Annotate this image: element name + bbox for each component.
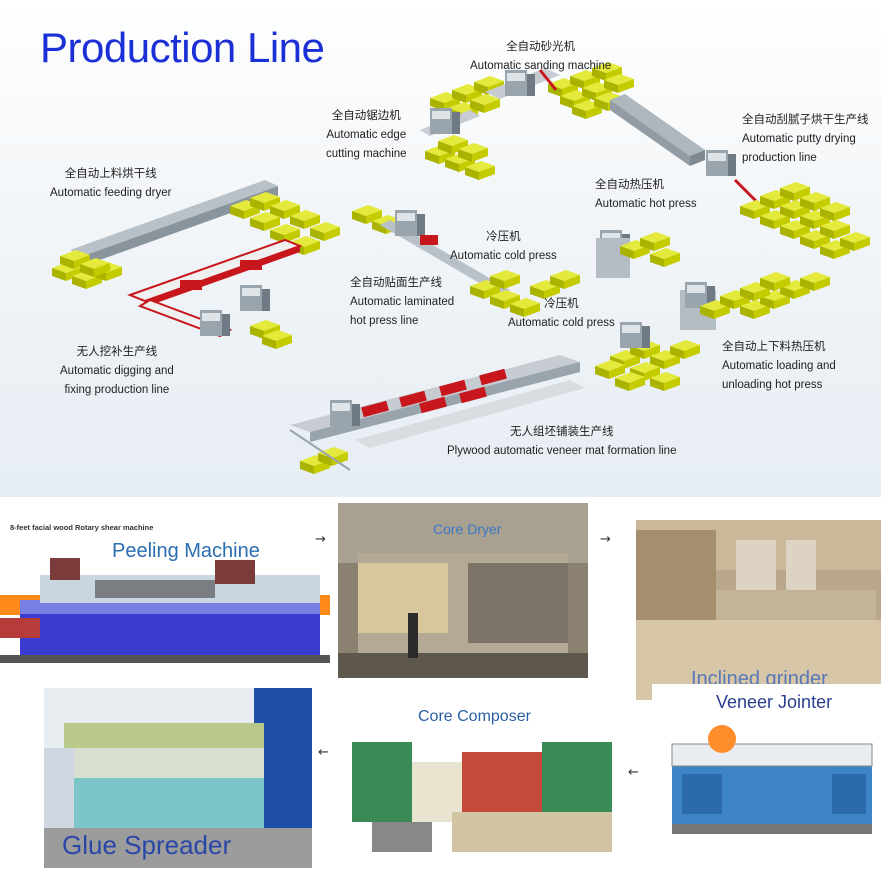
peeling-title: Peeling Machine [112, 540, 260, 562]
arrow-right-2: → [600, 532, 611, 547]
glue-spreader-title: Glue Spreader [62, 830, 232, 860]
core-composer-title: Core Composer [418, 708, 531, 725]
arrow-left-2: ← [318, 745, 329, 760]
core-dryer-title: Core Dryer [433, 521, 502, 537]
peeling-caption: 8-feet facial wood Rotary shear machine [10, 523, 154, 532]
digging-fixing-line [127, 238, 303, 349]
photo-inclined-grinder: Inclined grinder [636, 520, 881, 700]
page-title: Production Line [40, 24, 325, 71]
veneer-jointer-title: Veneer Jointer [716, 692, 833, 712]
feeding-dryer [52, 180, 340, 289]
core-composer-illustration [352, 742, 612, 852]
veneer-mat-formation-line [289, 355, 585, 474]
core-dryer-illustration [338, 503, 588, 678]
laminated-line [352, 205, 680, 317]
photo-glue-spreader: Glue Spreader [44, 688, 312, 868]
putty-drying-line [610, 94, 870, 259]
peeling-machine-illustration [0, 558, 330, 663]
photo-core-dryer: Core Dryer [338, 503, 588, 678]
arrow-left-1: ← [628, 765, 639, 780]
veneer-jointer-illustration [671, 725, 873, 834]
photo-veneer-jointer: Veneer Jointer [652, 684, 881, 881]
glue-spreader-illustration [44, 688, 312, 868]
edge-cutting-area [420, 108, 495, 180]
layout-drawing [52, 62, 870, 474]
photo-peeling-machine: 8-feet facial wood Rotary shear machine … [0, 500, 330, 685]
sanding-area [430, 62, 634, 121]
arrow-right-1: → [315, 532, 326, 547]
photo-core-composer: Core Composer [352, 702, 622, 881]
loading-unloading-area [595, 272, 830, 391]
